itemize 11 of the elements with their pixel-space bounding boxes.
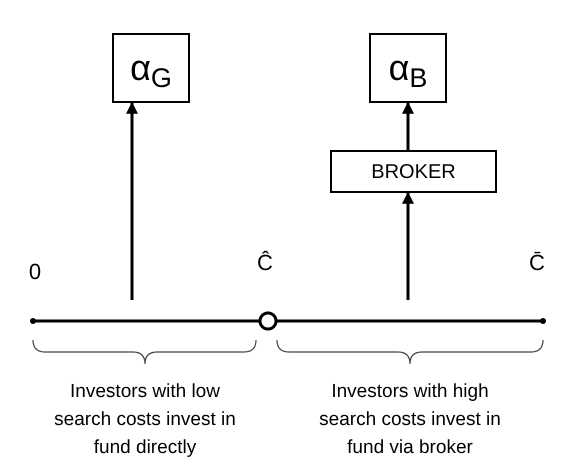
axis-label: C̄: [528, 249, 546, 277]
axis-label: 0: [28, 258, 42, 286]
description-text: Investors with high search costs invest in fund via broker: [318, 380, 502, 460]
label-box: α$_{B}$: [369, 33, 447, 103]
description-text: Investors with low search costs invest in fund directly: [53, 380, 237, 460]
label-box: BROKER: [330, 150, 497, 193]
arrow: [126, 102, 138, 300]
label-box: α$_{G}$: [112, 33, 190, 103]
axis-label: Ĉ: [256, 249, 274, 277]
arrow: [402, 102, 414, 150]
arrow: [402, 192, 414, 300]
